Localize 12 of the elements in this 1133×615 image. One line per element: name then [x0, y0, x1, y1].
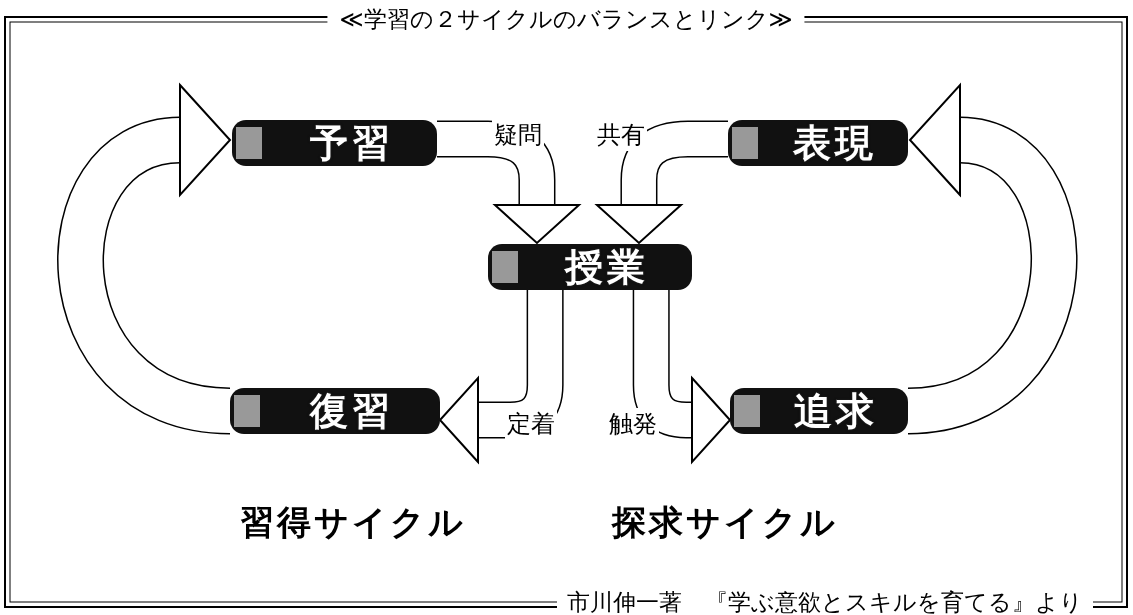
source-caption: 市川伸一著 『学ぶ意欲とスキルを育てる』より [557, 587, 1093, 615]
node-label: 復習 [308, 388, 395, 434]
rounded-node [730, 388, 908, 434]
rounded-node [728, 120, 908, 166]
node-label: 予習 [308, 120, 395, 166]
node-label: 追求 [793, 388, 879, 434]
node-label: 授業 [563, 244, 650, 290]
rounded-node [230, 388, 440, 434]
rounded-node [488, 244, 692, 290]
node-label: 表現 [792, 120, 878, 166]
rounded-node [232, 120, 437, 166]
edge-label: 定着 [505, 408, 557, 440]
